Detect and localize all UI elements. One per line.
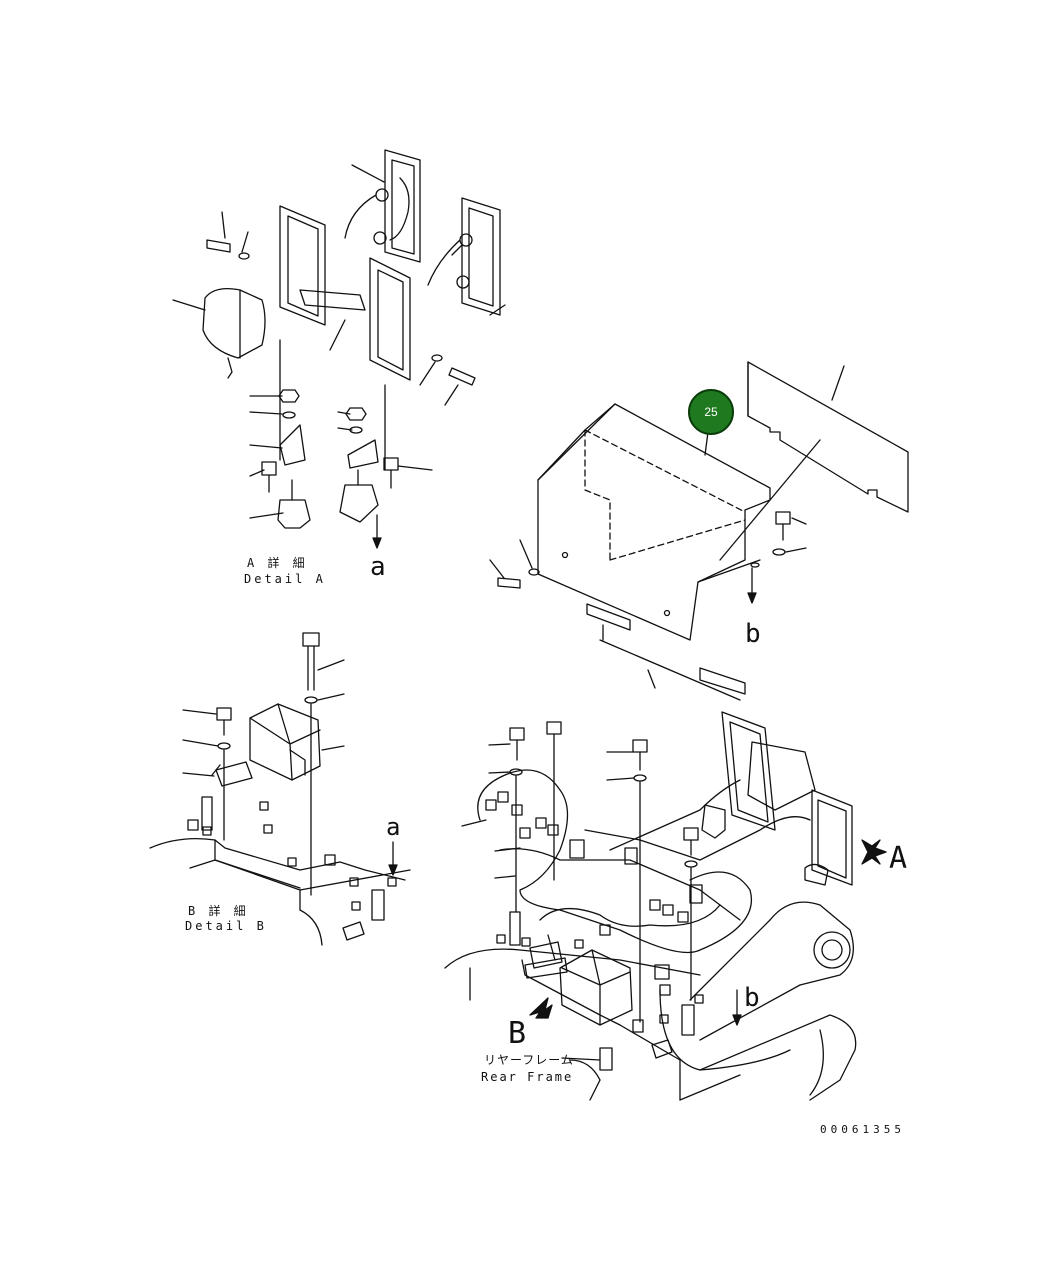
rear-frame-caption-en: Rear Frame — [481, 1070, 574, 1084]
view-label-B: B — [508, 1016, 526, 1051]
arrow-label-b-frame: b — [744, 983, 760, 1013]
detail-a-caption-jp: A 詳 細 — [247, 556, 308, 570]
detail-b-caption-en: Detail B — [185, 919, 267, 933]
part-callout-25[interactable]: 25 — [688, 389, 734, 435]
arrow-label-a-detail-b: a — [386, 813, 400, 841]
cover-assembly — [489, 361, 909, 701]
view-label-A: A — [889, 841, 907, 876]
rear-frame-assembly — [444, 711, 887, 1101]
detail-b-assembly — [149, 632, 411, 946]
detail-a-assembly — [172, 149, 506, 549]
detail-b-caption-jp: B 詳 細 — [188, 904, 249, 918]
arrow-label-b-cover: b — [745, 619, 761, 649]
rear-frame-caption-jp: リヤーフレーム — [484, 1053, 574, 1067]
part-callout-number: 25 — [704, 405, 718, 419]
detail-a-caption-en: Detail A — [244, 572, 326, 586]
arrow-label-a-top: a — [370, 552, 386, 582]
drawing-number: 00061355 — [820, 1123, 905, 1136]
